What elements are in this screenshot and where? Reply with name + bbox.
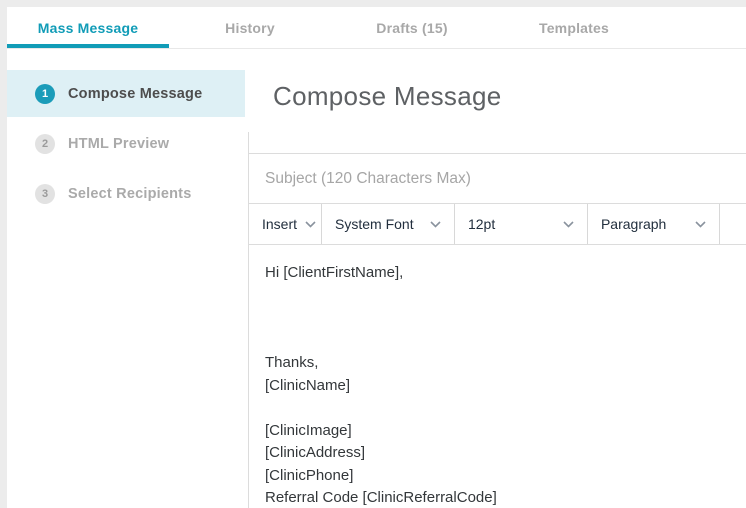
page-title: Compose Message (273, 81, 502, 111)
editor-toolbar: Insert System Font 12pt (249, 204, 746, 245)
chevron-down-icon (430, 220, 441, 228)
editor-line: [ClinicName] (265, 376, 351, 394)
insert-menu-label: Insert (262, 216, 298, 232)
content-surface: Mass Message History Drafts (15) Templat… (7, 7, 746, 508)
editor-line (265, 330, 730, 353)
chevron-down-icon (563, 220, 574, 228)
editor-line: Referral Code [ClinicReferralCode] (265, 489, 497, 506)
chevron-down-icon (695, 220, 706, 228)
top-tab-bar: Mass Message History Drafts (15) Templat… (7, 7, 746, 49)
editor-line: [ClinicImage] (265, 421, 352, 439)
paragraph-format-label: Paragraph (600, 216, 667, 232)
tab-templates[interactable]: Templates (538, 19, 609, 36)
editor-line: [ClinicPhone] (265, 466, 354, 484)
step-compose-message[interactable]: 1 Compose Message (7, 70, 245, 117)
tab-drafts[interactable]: Drafts (15) (376, 19, 448, 36)
main-panel: Compose Message Insert System Font (245, 49, 746, 508)
font-family-label: System Font (335, 216, 414, 232)
editor-line: [ClinicAddress] (265, 444, 366, 461)
editor-line (265, 397, 730, 420)
wizard-sidebar: 1 Compose Message 2 HTML Preview 3 Selec… (7, 49, 245, 508)
insert-menu-button[interactable]: Insert (249, 204, 322, 244)
font-size-select[interactable]: 12pt (455, 204, 588, 244)
step-2-badge: 2 (35, 133, 55, 154)
step-3-badge: 3 (35, 183, 55, 204)
subject-input[interactable] (249, 154, 746, 203)
step-2-label: HTML Preview (68, 135, 170, 152)
step-html-preview[interactable]: 2 HTML Preview (7, 120, 245, 167)
step-3-label: Select Recipients (68, 185, 192, 202)
step-1-badge: 1 (35, 83, 55, 104)
editor-line: Thanks, (265, 354, 319, 371)
editor-line: Hi [ClientFirstName], (265, 264, 404, 281)
editor-panel: Insert System Font 12pt (248, 132, 746, 508)
step-select-recipients[interactable]: 3 Select Recipients (7, 170, 245, 217)
font-family-select[interactable]: System Font (322, 204, 455, 244)
panel-spacer (249, 132, 746, 153)
subject-row (249, 153, 746, 204)
chevron-down-icon (305, 220, 316, 228)
toolbar-overflow-area (720, 204, 746, 244)
tab-history[interactable]: History (225, 19, 275, 36)
editor-line (265, 285, 730, 308)
font-size-label: 12pt (467, 216, 496, 232)
tab-mass-message[interactable]: Mass Message (7, 7, 169, 48)
step-1-label: Compose Message (68, 85, 203, 102)
editor-line (265, 307, 730, 330)
paragraph-format-select[interactable]: Paragraph (588, 204, 720, 244)
message-body-editor[interactable]: Hi [ClientFirstName], Thanks, [ClinicNam… (249, 245, 746, 508)
